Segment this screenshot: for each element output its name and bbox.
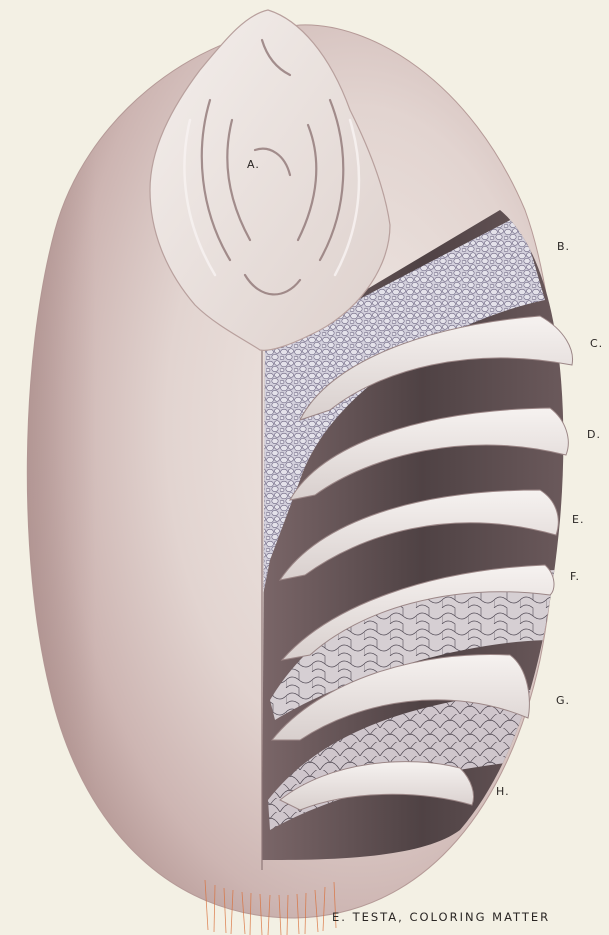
label-a: A. (247, 158, 260, 171)
label-c: C. (590, 337, 603, 350)
label-f: F. (570, 570, 580, 583)
label-b: B. (557, 240, 570, 253)
label-e: E. (572, 513, 584, 526)
label-d: D. (587, 428, 601, 441)
label-g: G. (556, 694, 570, 707)
plate-caption: E. TESTA, COLORING MATTER (332, 910, 550, 924)
label-h: H. (496, 785, 510, 798)
